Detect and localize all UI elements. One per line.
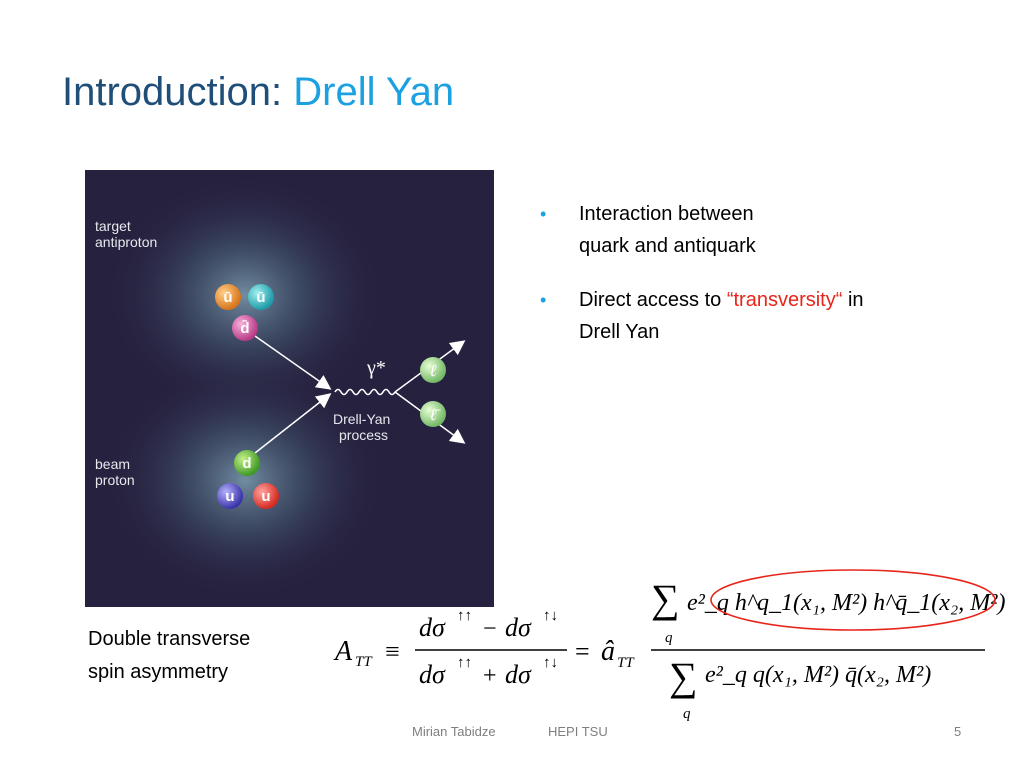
antiquark-label: d̄ — [240, 319, 249, 337]
formula-dsigma: dσ — [505, 660, 532, 689]
bullet-line: Interaction between — [579, 203, 754, 225]
formula-svg: A TT ≡ dσ ↑↑ − dσ ↑↓ dσ ↑↑ + dσ ↑↓ = â T… — [333, 569, 1005, 722]
formula-equiv: ≡ — [385, 637, 400, 666]
caption-line: spin asymmetry — [88, 661, 229, 683]
proton-glow — [105, 360, 385, 600]
antilepton-ball — [420, 401, 446, 427]
bullet-item: • Interaction between quark and antiquar… — [540, 198, 980, 262]
title-accent: Drell Yan — [293, 70, 455, 114]
bullet-line: quark and antiquark — [579, 235, 756, 257]
target-label-1: target — [95, 218, 131, 234]
drell-yan-figure: target antiproton beam proton Drell-Yan … — [85, 170, 494, 607]
bullet-item: • Direct access to “transversity“ in Dre… — [540, 284, 980, 348]
formula-up-up: ↑↑ — [457, 655, 472, 671]
asymmetry-formula: A TT ≡ dσ ↑↑ − dσ ↑↓ dσ ↑↑ + dσ ↑↓ = â T… — [333, 568, 1005, 728]
denominator-terms: e²_q q(x₁, M²) q̄(x₂, M²) — [705, 662, 931, 688]
bullet-line: Drell Yan — [579, 321, 660, 343]
formula-up-down: ↑↓ — [543, 608, 558, 624]
sum-index: q — [665, 630, 673, 646]
asymmetry-caption: Double transverse spin asymmetry — [88, 623, 328, 689]
formula-dsigma: dσ — [419, 613, 446, 642]
formula-dsigma: dσ — [419, 660, 446, 689]
slide-number: 5 — [954, 724, 962, 739]
antiquark-label: ū — [256, 289, 265, 306]
sum-symbol: ∑ — [651, 576, 680, 621]
process-label-2: process — [339, 427, 388, 443]
lepton-label: ℓ — [429, 361, 436, 380]
transversity-highlight: “transversity“ — [726, 289, 843, 311]
target-label-2: antiproton — [95, 234, 157, 250]
beam-label-2: proton — [95, 472, 135, 488]
formula-up-down: ↑↓ — [543, 655, 558, 671]
footer-institution: HEPI TSU — [548, 724, 608, 739]
antiproton-glow — [105, 175, 385, 415]
antiquark-line — [254, 335, 332, 390]
sum-index: q — [683, 706, 691, 722]
bullet-icon: • — [540, 204, 547, 224]
footer-author: Mirian Tabidze — [412, 724, 496, 739]
quark-line — [254, 393, 332, 454]
quark-label: u — [225, 488, 234, 505]
antiquark-ball — [232, 315, 258, 341]
caption-line: Double transverse — [88, 628, 251, 650]
sum-symbol: ∑ — [669, 654, 698, 699]
slide-title: Introduction: Drell Yan — [62, 70, 454, 115]
title-main: Introduction: — [62, 70, 294, 114]
quark-label: d — [242, 455, 251, 472]
antiquark-label: ū — [223, 289, 232, 306]
formula-a-hat: â — [601, 636, 615, 667]
formula-up-up: ↑↑ — [457, 608, 472, 624]
quark-ball — [234, 450, 260, 476]
lepton-ball — [420, 357, 446, 383]
bullet-icon: • — [540, 290, 547, 310]
formula-a-sub: TT — [617, 655, 635, 671]
bullet-line: Direct access to “transversity“ in — [579, 284, 980, 316]
formula-equals: = — [575, 637, 590, 666]
formula-lhs: A — [333, 636, 353, 667]
formula-lhs-sub: TT — [355, 654, 373, 670]
transversity-ellipse — [710, 569, 996, 631]
antiquark-ball — [215, 284, 241, 310]
formula-plus: + — [483, 663, 497, 689]
beam-label-1: beam — [95, 456, 130, 472]
quark-ball — [217, 483, 243, 509]
formula-dsigma: dσ — [505, 613, 532, 642]
bullet-list: • Interaction between quark and antiquar… — [540, 198, 980, 370]
antiquark-ball — [248, 284, 274, 310]
formula-minus: − — [483, 616, 497, 642]
quark-label: u — [261, 488, 270, 505]
quark-ball — [253, 483, 279, 509]
photon-line — [334, 388, 396, 396]
gamma-label: γ* — [366, 357, 386, 379]
numerator-terms: e²_q h^q_1(x₁, M²) h^q̄_1(x₂, M²) — [687, 590, 1005, 616]
bullet-text: Direct access to — [579, 289, 727, 311]
drell-yan-diagram: target antiproton beam proton Drell-Yan … — [85, 170, 494, 607]
process-label-1: Drell-Yan — [333, 411, 390, 427]
bullet-text: in — [842, 289, 864, 311]
